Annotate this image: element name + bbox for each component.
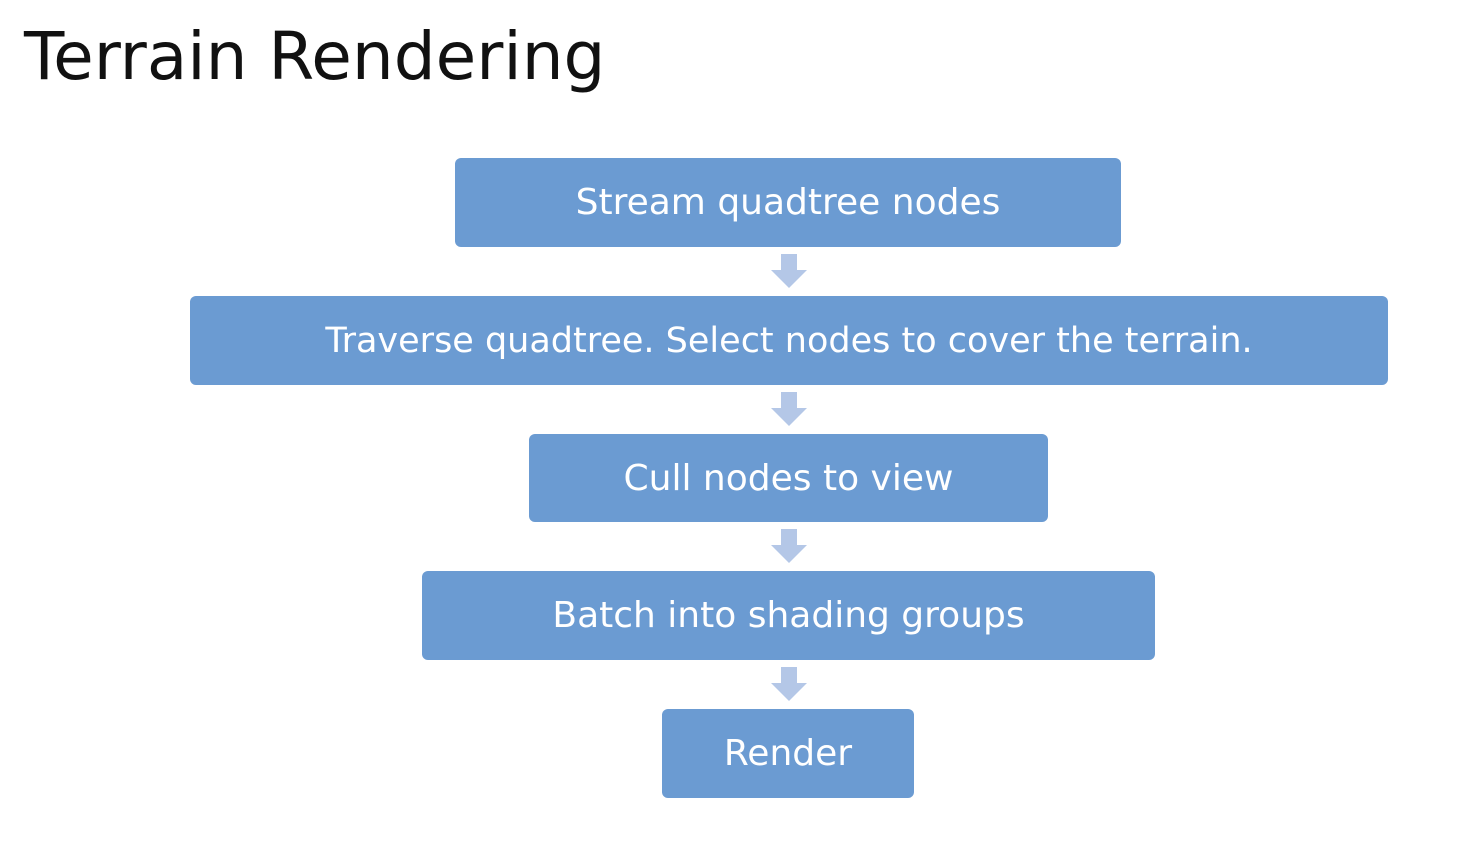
slide-title: Terrain Rendering	[24, 18, 606, 95]
flow-step-stream-nodes: Stream quadtree nodes	[455, 158, 1121, 247]
flow-step-cull-nodes: Cull nodes to view	[529, 434, 1048, 522]
arrow-down-icon	[771, 529, 807, 563]
flow-step-label: Batch into shading groups	[552, 595, 1025, 636]
flow-step-traverse-quadtree: Traverse quadtree. Select nodes to cover…	[190, 296, 1388, 385]
flow-step-label: Render	[723, 733, 853, 774]
flow-step-label: Cull nodes to view	[623, 457, 954, 499]
flow-step-label: Traverse quadtree. Select nodes to cover…	[325, 320, 1253, 361]
flow-step-batch-shading-groups: Batch into shading groups	[422, 571, 1155, 660]
arrow-down-icon	[771, 392, 807, 426]
arrow-down-icon	[771, 667, 807, 701]
flow-step-render: Render	[662, 709, 914, 798]
flow-step-label: Stream quadtree nodes	[575, 182, 1001, 223]
arrow-down-icon	[771, 254, 807, 288]
